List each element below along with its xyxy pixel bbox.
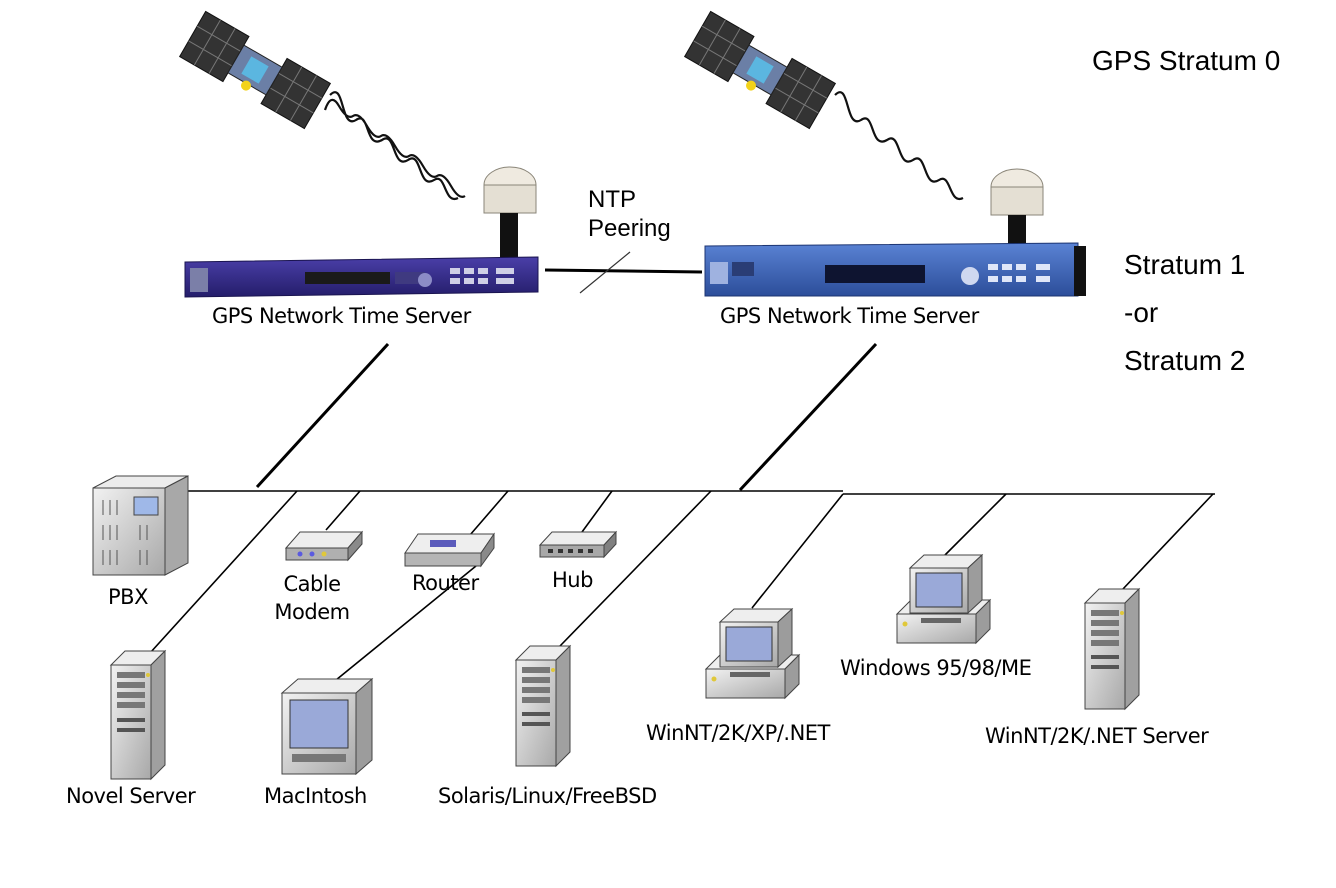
stratum0-label: GPS Stratum 0: [1092, 45, 1281, 76]
server-right-label: GPS Network Time Server: [720, 304, 979, 328]
novel-server-label: Novel Server: [66, 784, 196, 808]
winnt-desktop-icon: [704, 607, 801, 700]
satellite-icon-left: [178, 10, 332, 130]
gps-time-server-right: [704, 168, 1086, 297]
novel-server-icon: [109, 649, 167, 781]
or-label: -or: [1124, 297, 1159, 328]
winnt-server-icon: [1083, 587, 1141, 711]
stratum2-label: Stratum 2: [1124, 345, 1246, 376]
windows95-label: Windows 95/98/ME: [840, 656, 1032, 680]
macintosh-label: MacIntosh: [264, 784, 367, 808]
winnt-desktop-label: WinNT/2K/XP/.NET: [646, 721, 830, 745]
uplink-left: [255, 342, 390, 489]
winnt-server-label: WinNT/2K/.NET Server: [985, 724, 1209, 748]
ntp-label-line1: NTP: [588, 186, 636, 213]
windows95-desktop-icon: [895, 553, 992, 645]
cable-modem-label-line2: Modem: [274, 600, 350, 624]
signal-wave-icon-right: [834, 91, 964, 201]
ntp-label-line2: Peering: [588, 215, 671, 242]
uplink-right: [738, 342, 878, 492]
macintosh-icon: [280, 677, 374, 776]
gps-time-server-left: [184, 166, 539, 298]
hub-label: Hub: [552, 568, 593, 592]
satellite-icon-right: [683, 10, 837, 130]
router-icon: [404, 532, 495, 568]
stratum1-label: Stratum 1: [1124, 249, 1246, 280]
pbx-label: PBX: [108, 585, 148, 609]
ntp-peering-link: [544, 268, 703, 274]
cable-modem-label-line1: Cable: [283, 572, 341, 596]
hub-icon: [538, 530, 618, 559]
ntp-peering-slash: [579, 251, 631, 294]
solaris-server-icon: [514, 644, 572, 768]
signal-wave-icon-left: [323, 91, 466, 201]
cable-modem-icon: [284, 530, 364, 562]
server-left-label: GPS Network Time Server: [212, 304, 471, 328]
router-label: Router: [412, 571, 479, 595]
pbx-icon: [92, 475, 189, 576]
lan-drops: [149, 490, 1214, 681]
solaris-label: Solaris/Linux/FreeBSD: [438, 784, 657, 808]
